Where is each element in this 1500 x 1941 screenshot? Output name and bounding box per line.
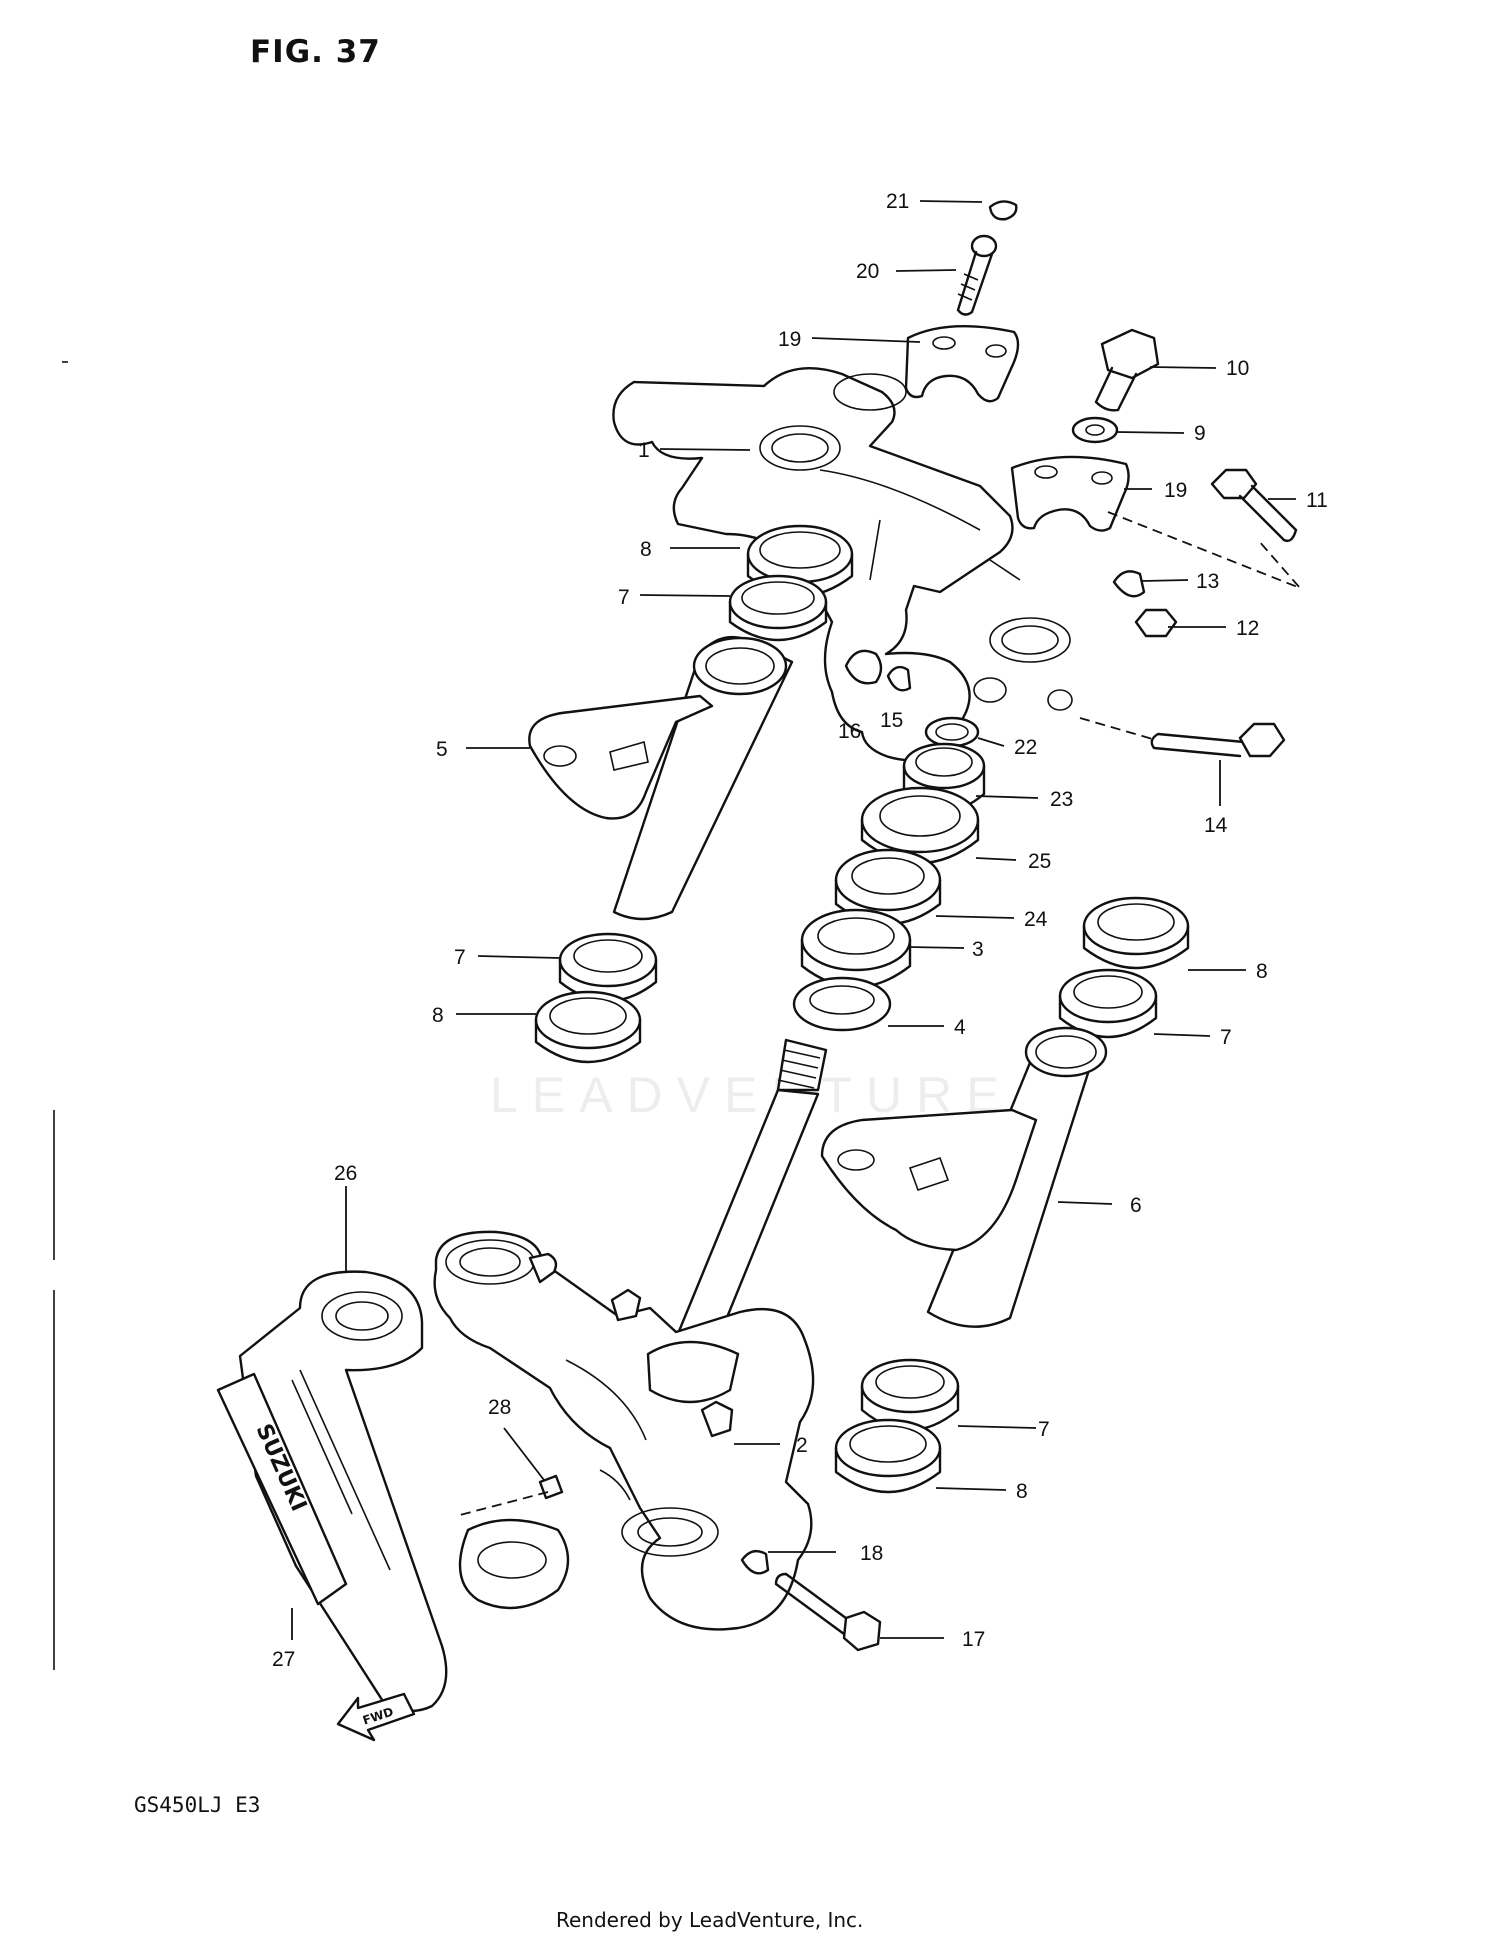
- part-bolt-17: [774, 1572, 882, 1652]
- callout-19: 19: [1164, 479, 1187, 502]
- figure-title: FIG. 37: [250, 34, 381, 70]
- clip-axis-28: [455, 1491, 549, 1517]
- callout-26: 26: [334, 1162, 357, 1185]
- callout-7: 7: [618, 586, 630, 609]
- callout-8: 8: [432, 1004, 444, 1027]
- part-headlight-bracket-5: [528, 635, 794, 921]
- part-cover-26: [238, 1270, 570, 1713]
- callout-22: 22: [1014, 736, 1037, 759]
- callout-24: 24: [1024, 908, 1048, 931]
- fwd-arrow-icon: FWD: [336, 1692, 416, 1742]
- callout-8: 8: [1256, 960, 1268, 983]
- part-bolt-20: [956, 234, 998, 316]
- part-nut-16: [844, 649, 883, 685]
- callout-14: 14: [1204, 814, 1228, 837]
- callout-20: 20: [856, 260, 879, 283]
- part-washer-18: [740, 1549, 770, 1575]
- callout-16: 16: [838, 720, 861, 743]
- callout-7: 7: [454, 946, 466, 969]
- watermark-text: LEADVENTURE: [490, 1067, 1014, 1123]
- model-code-label: GS450LJ E3: [134, 1793, 261, 1817]
- part-bearing-3: [800, 908, 912, 989]
- callout-23: 23: [1050, 788, 1073, 811]
- callout-15: 15: [880, 709, 903, 732]
- callout-leaders: [291, 200, 1296, 1640]
- part-cap-21: [988, 200, 1018, 221]
- callout-28: 28: [488, 1396, 511, 1419]
- callout-6: 6: [1130, 1194, 1142, 1217]
- part-bolt-10: [1094, 328, 1160, 412]
- bolt-axis-14: [1079, 717, 1157, 741]
- callout-11: 11: [1306, 489, 1328, 512]
- callout-2: 2: [796, 1434, 808, 1457]
- callout-8: 8: [1016, 1480, 1028, 1503]
- part-handlebar-holder-19-upper: [904, 325, 1020, 403]
- part-seal-8-lower-right: [834, 1418, 942, 1494]
- part-nut-12: [1134, 608, 1178, 638]
- part-seal-7-upper-right: [1058, 968, 1158, 1039]
- callout-10: 10: [1226, 357, 1249, 380]
- callout-27: 27: [272, 1648, 295, 1671]
- callout-3: 3: [972, 938, 984, 961]
- scan-border-marks: [53, 361, 68, 1670]
- callout-1: 1: [638, 439, 650, 462]
- callout-13: 13: [1196, 570, 1219, 593]
- callout-labels: 21 20 19 10 1 9 19 11 8 13 7 12 16 15 5 …: [272, 190, 1328, 1671]
- callout-4: 4: [954, 1016, 966, 1039]
- callout-12: 12: [1236, 617, 1259, 640]
- part-headlight-bracket-6: [820, 1026, 1108, 1328]
- part-lower-bracket-2: [433, 1038, 828, 1631]
- part-washer-13: [1112, 570, 1146, 598]
- render-credit: Rendered by LeadVenture, Inc.: [556, 1908, 864, 1932]
- part-bolt-14: [1150, 722, 1286, 758]
- part-washer-15: [886, 665, 912, 692]
- callout-9: 9: [1194, 422, 1206, 445]
- part-race-24: [834, 848, 942, 926]
- callout-7: 7: [1038, 1418, 1050, 1441]
- part-bolt-11: [1210, 468, 1298, 543]
- part-seal-8-upper-right: [1082, 896, 1190, 970]
- part-seal-7-lower-left: [558, 932, 658, 1003]
- callout-18: 18: [860, 1542, 883, 1565]
- callout-7: 7: [1220, 1026, 1232, 1049]
- callout-17: 17: [962, 1628, 985, 1651]
- callout-25: 25: [1028, 850, 1051, 873]
- part-race-4: [792, 976, 892, 1032]
- part-washer-9: [1071, 416, 1119, 444]
- part-seal-8-lower-left: [534, 990, 642, 1064]
- part-handlebar-holder-19-lower: [1010, 455, 1130, 532]
- callout-5: 5: [436, 738, 448, 761]
- callout-21: 21: [886, 190, 909, 213]
- callout-19: 19: [778, 328, 801, 351]
- callout-8: 8: [640, 538, 652, 561]
- part-seal-7-upper-left: [728, 574, 828, 642]
- part-washer-22: [924, 716, 980, 748]
- bolt-axis-11: [1107, 511, 1301, 589]
